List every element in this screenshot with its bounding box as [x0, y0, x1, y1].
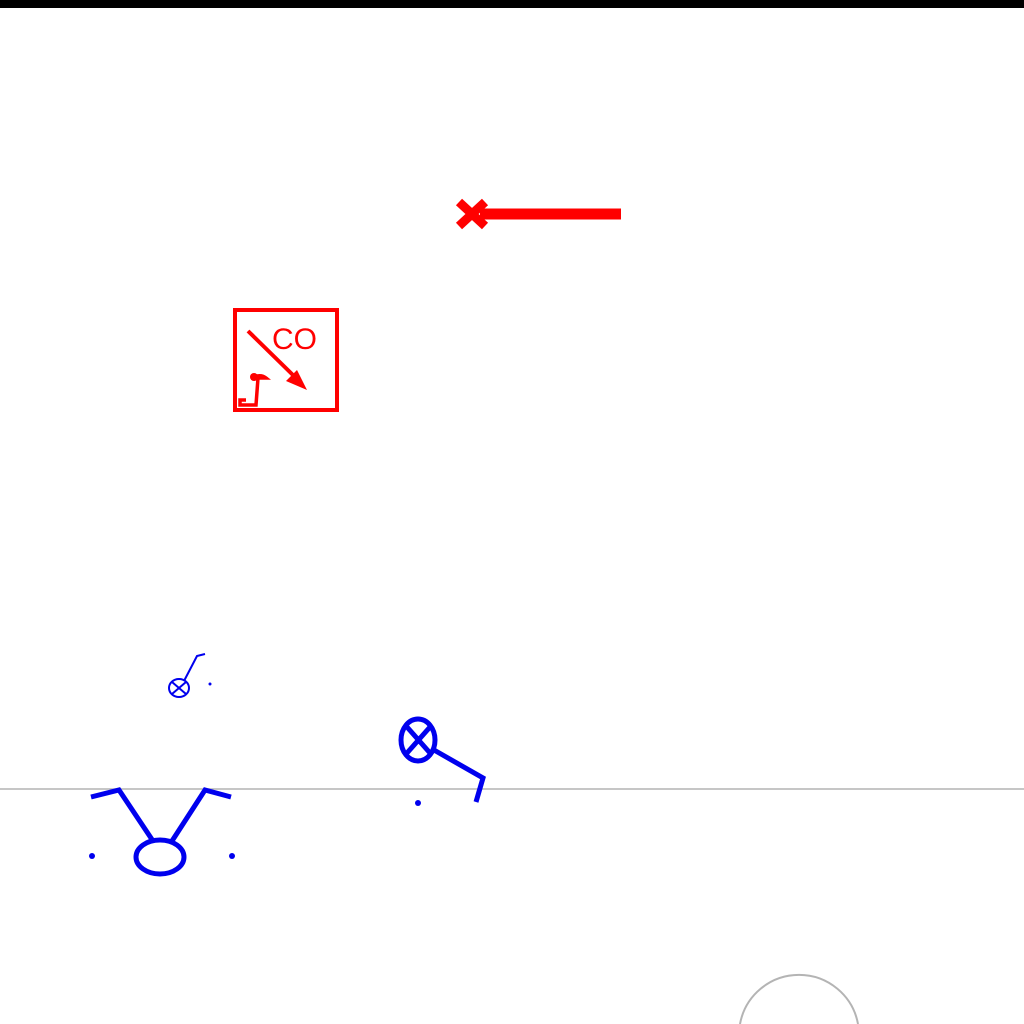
co-hazard-icon — [238, 329, 307, 407]
unit-small-staff — [183, 653, 206, 682]
top-bar — [0, 0, 1024, 8]
circle-v-icon — [90, 787, 232, 877]
unit-small-dot — [208, 682, 212, 686]
unit-large-dot-left — [89, 853, 95, 859]
crossed-circle-icon — [398, 716, 438, 764]
unit-large-dot-right — [229, 853, 235, 859]
x-mark-icon — [455, 198, 489, 230]
crossed-circle-icon — [168, 678, 190, 698]
unit-medium-dot — [415, 800, 421, 806]
unit-small[interactable] — [168, 653, 212, 698]
hazard-label: CO — [272, 323, 317, 356]
hazard-box[interactable]: CO — [233, 308, 339, 412]
obstacle-line[interactable] — [455, 198, 621, 230]
unit-medium-staff — [432, 747, 486, 803]
hazard-box-frame — [233, 308, 339, 412]
unit-large[interactable] — [89, 787, 235, 877]
unit-medium[interactable] — [398, 716, 486, 806]
range-circle-arc — [739, 973, 859, 1024]
